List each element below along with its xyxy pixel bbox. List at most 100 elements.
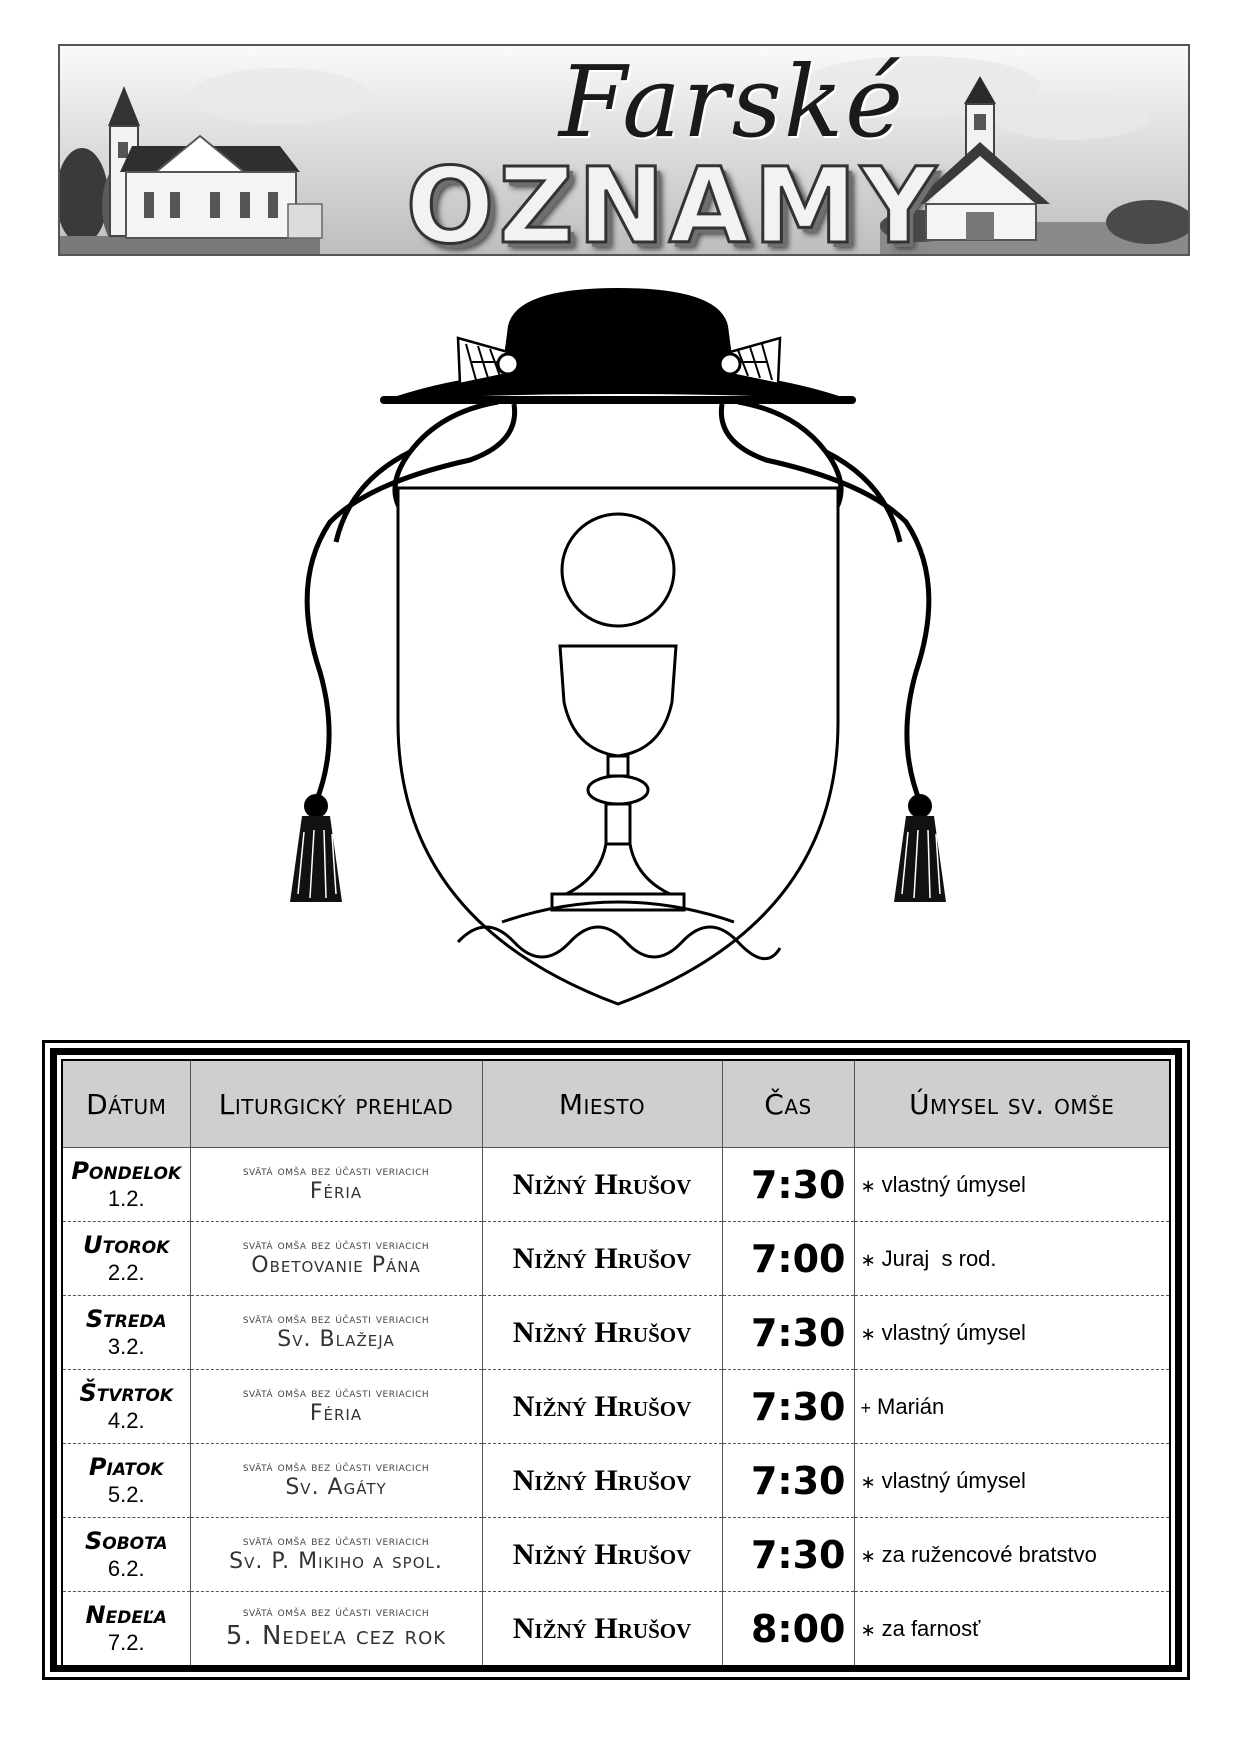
- intention-mark: ∗: [860, 1619, 876, 1640]
- liturgy-note: svätá omša bez účasti veriacich: [242, 1163, 430, 1179]
- day-date: 3.2.: [107, 1333, 145, 1359]
- schedule-frame: Dátum Liturgický prehľad Miesto Čas Úmys…: [42, 1040, 1190, 1680]
- intention-mark: ∗: [860, 1175, 876, 1196]
- coat-of-arms-illustration: [290, 288, 946, 1006]
- liturgy-note: svätá omša bez účasti veriacich: [242, 1237, 430, 1253]
- intention-cell: ∗vlastný úmysel: [853, 1147, 1171, 1222]
- time-cell: 7:30: [721, 1369, 855, 1444]
- time-cell: 7:30: [721, 1147, 855, 1222]
- intention-mark: +: [860, 1397, 872, 1418]
- time-cell: 7:00: [721, 1221, 855, 1296]
- day-name: Nedeľa: [85, 1601, 167, 1630]
- time-cell: 7:30: [721, 1443, 855, 1518]
- place-cell: Nižný Hrušov: [481, 1221, 723, 1296]
- day-date: 6.2.: [107, 1555, 145, 1581]
- chalice-icon: [550, 644, 686, 912]
- right-church: [880, 76, 1188, 254]
- intention-cell: ∗vlastný úmysel: [853, 1443, 1171, 1518]
- intention-cell: ∗vlastný úmysel: [853, 1295, 1171, 1370]
- place-cell: Nižný Hrušov: [481, 1295, 723, 1370]
- intention-cell: ∗Juraj s rod.: [853, 1221, 1171, 1296]
- intention-cell: ∗za ružencové bratstvo: [853, 1517, 1171, 1592]
- intention-text: vlastný úmysel: [881, 1467, 1026, 1493]
- day-date: 1.2.: [107, 1185, 145, 1211]
- coat-of-arms: [290, 282, 950, 1027]
- schedule-frame-inner: Dátum Liturgický prehľad Miesto Čas Úmys…: [50, 1048, 1182, 1672]
- liturgy-feast: Féria: [309, 1179, 363, 1205]
- intention-text: vlastný úmysel: [881, 1171, 1026, 1197]
- header-banner: Farské OZNAMY: [58, 44, 1190, 256]
- table-header-row: Dátum Liturgický prehľad Miesto Čas Úmys…: [61, 1059, 1171, 1148]
- day-name: Sobota: [84, 1527, 168, 1556]
- banner-artwork: [60, 46, 1188, 254]
- intention-text: za ružencové bratstvo: [881, 1541, 1097, 1567]
- intention-mark: ∗: [860, 1545, 876, 1566]
- intention-text: za farnosť: [881, 1615, 981, 1641]
- place-cell: Nižný Hrušov: [481, 1147, 723, 1222]
- day-date: 2.2.: [107, 1259, 145, 1285]
- day-date: 5.2.: [107, 1481, 145, 1507]
- banner-script-word: Farské: [558, 46, 906, 160]
- liturgy-note: svätá omša bez účasti veriacich: [242, 1605, 430, 1621]
- day-date: 4.2.: [107, 1407, 145, 1433]
- intention-cell: ∗za farnosť: [853, 1591, 1171, 1667]
- banner-title: OZNAMY: [404, 145, 941, 256]
- day-name: Utorok: [83, 1231, 170, 1260]
- galero-hat-icon: [380, 288, 856, 404]
- mass-schedule-table: Dátum Liturgický prehľad Miesto Čas Úmys…: [61, 1059, 1171, 1667]
- intention-text: vlastný úmysel: [881, 1319, 1026, 1345]
- column-header-liturgy: Liturgický prehľad: [189, 1059, 483, 1148]
- place-cell: Nižný Hrušov: [481, 1591, 723, 1667]
- day-name: Štvrtok: [79, 1379, 174, 1408]
- liturgy-note: svätá omša bez účasti veriacich: [242, 1533, 430, 1549]
- intention-text: Marián: [877, 1393, 945, 1419]
- day-name: Pondelok: [71, 1157, 182, 1186]
- intention-mark: ∗: [860, 1471, 876, 1492]
- place-cell: Nižný Hrušov: [481, 1443, 723, 1518]
- time-cell: 7:30: [721, 1517, 855, 1592]
- day-name: Streda: [85, 1305, 167, 1334]
- place-cell: Nižný Hrušov: [481, 1517, 723, 1592]
- liturgy-feast: 5. Nedeľa cez rok: [225, 1620, 447, 1651]
- liturgy-note: svätá omša bez účasti veriacich: [242, 1311, 430, 1327]
- column-header-time: Čas: [721, 1059, 855, 1148]
- day-name: Piatok: [88, 1453, 164, 1482]
- day-date: 7.2.: [107, 1629, 145, 1655]
- tassel-left-icon: [290, 794, 342, 902]
- liturgy-note: svätá omša bez účasti veriacich: [242, 1385, 430, 1401]
- liturgy-note: svätá omša bez účasti veriacich: [242, 1459, 430, 1475]
- time-cell: 8:00: [721, 1591, 855, 1667]
- tassel-right-icon: [894, 794, 946, 902]
- intention-text: Juraj s rod.: [881, 1245, 997, 1271]
- intention-cell: +Marián: [853, 1369, 1171, 1444]
- time-cell: 7:30: [721, 1295, 855, 1370]
- intention-mark: ∗: [860, 1249, 876, 1270]
- left-church: [108, 86, 323, 239]
- liturgy-feast: Sv. Blažeja: [277, 1327, 395, 1353]
- column-header-date: Dátum: [61, 1059, 191, 1148]
- liturgy-feast: Obetovanie Pána: [251, 1253, 421, 1279]
- liturgy-feast: Féria: [309, 1401, 363, 1427]
- liturgy-feast: Sv. P. Mikiho a spol.: [229, 1549, 443, 1575]
